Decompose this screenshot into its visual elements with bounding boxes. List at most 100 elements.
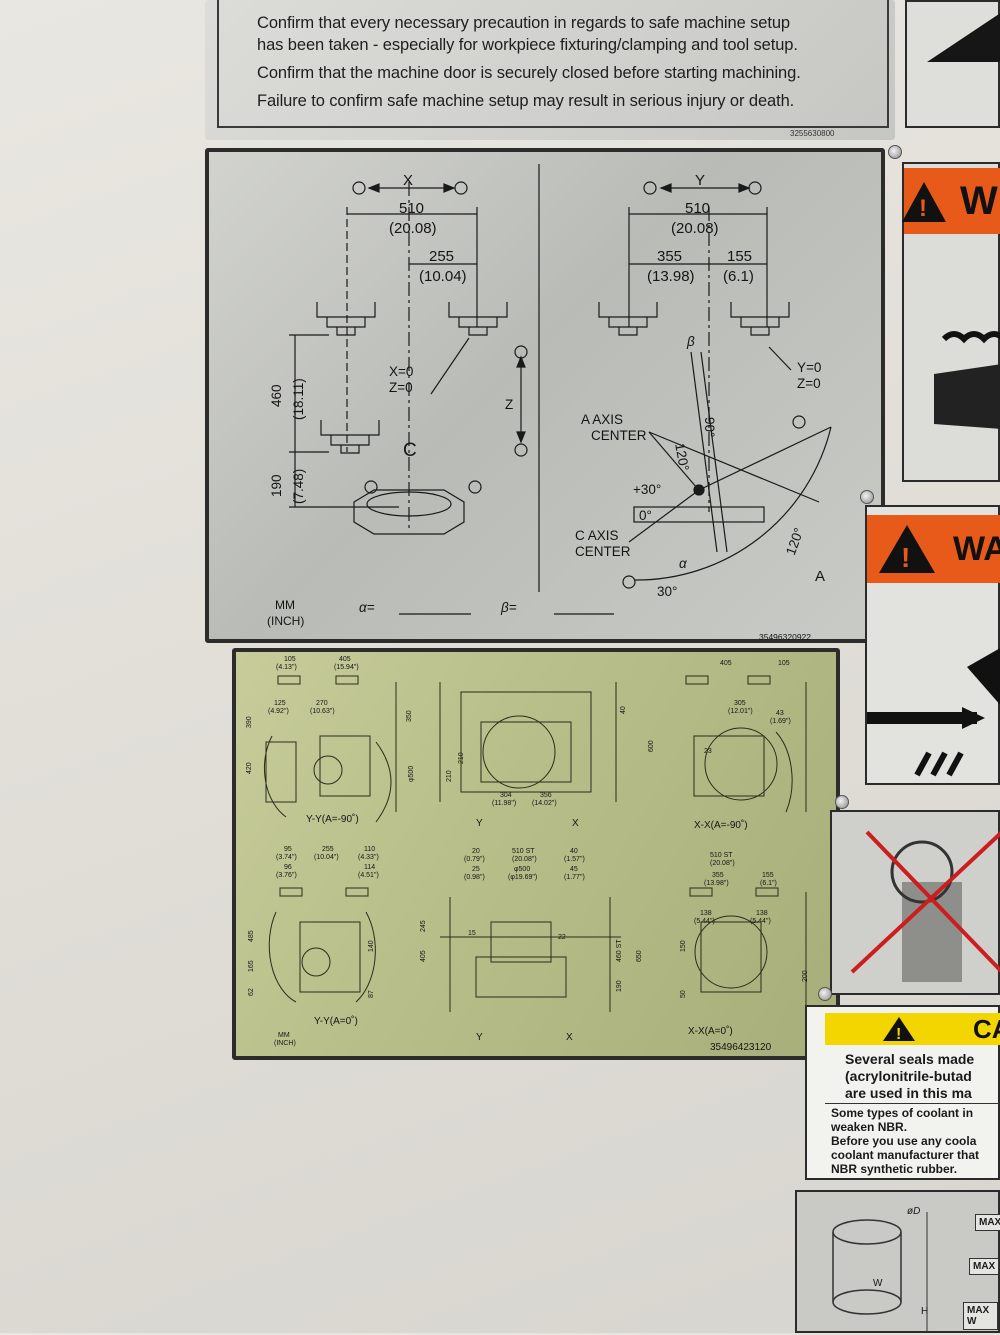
c-axis-center-line2: CENTER — [575, 544, 631, 559]
dim-510-st-right: 510 ST — [710, 852, 733, 859]
dim-390: 390 — [246, 716, 253, 728]
side-label-top — [905, 0, 1000, 128]
dim-270: 270 — [316, 700, 328, 707]
dim-138-b-in: (5.44") — [750, 918, 771, 925]
dim-420: 420 — [246, 762, 253, 774]
pinch-graphic — [927, 13, 1000, 62]
interference-plate-part-number: 35496423120 — [710, 1042, 772, 1053]
warning-label-1: W ! — [902, 162, 1000, 482]
dim-356: 356 — [540, 792, 552, 799]
dim-phi500-b-in: (φ19.69") — [508, 874, 538, 881]
beta-symbol: β — [687, 334, 695, 349]
y-total-mm: 510 — [685, 200, 711, 217]
dim-210a: 210 — [446, 770, 453, 782]
dim-45-in: (1.77") — [564, 874, 585, 881]
dim-40-top: 40 — [620, 706, 627, 714]
title-yy-a-minus90: Y-Y(A=-90˚) — [306, 814, 359, 825]
dim-125: 125 — [274, 700, 286, 707]
tool-limit-label: øD W H MAX MAX MAX W — [795, 1190, 1000, 1333]
z-travel-190-mm: 190 — [269, 474, 284, 497]
caution-label: CA ! Several seals made (acrylonitrile-b… — [805, 1005, 1000, 1180]
dim-200: 200 — [802, 970, 809, 982]
caution-divider — [825, 1103, 1000, 1104]
travel-plate-part-number: 35496320922 — [759, 632, 812, 642]
dim-405-in: (15.94") — [334, 664, 359, 671]
caution-line-8: NBR synthetic rubber. — [831, 1162, 958, 1176]
dim-305: 305 — [734, 700, 746, 707]
y-355-in: (13.98) — [647, 268, 695, 285]
max-box-2: MAX — [969, 1258, 1000, 1275]
axis-x-top: X — [572, 818, 579, 829]
a-axis-center-line2: CENTER — [591, 428, 647, 443]
y-axis-label: Y — [695, 172, 706, 189]
travel-diagram-drawing — [289, 164, 832, 615]
dim-138-b: 138 — [756, 910, 768, 917]
caution-line-2: (acrylonitrile-butad — [845, 1068, 972, 1084]
x-half-in: (10.04) — [419, 268, 467, 285]
angle-90: 90° — [702, 417, 717, 438]
x-total-in: (20.08) — [389, 220, 437, 237]
dim-405-bottom: 405 — [420, 950, 427, 962]
phi-d-label: øD — [907, 1206, 921, 1217]
y-355-mm: 355 — [657, 248, 683, 265]
dim-304: 304 — [500, 792, 512, 799]
angle-plus30: +30° — [633, 482, 662, 497]
dim-40-b: 40 — [570, 848, 578, 855]
alpha-symbol: α — [679, 556, 687, 571]
dim-23: 23 — [704, 748, 712, 755]
dim-105-in: (4.13") — [276, 664, 297, 671]
dim-304-in: (11.98") — [492, 800, 517, 807]
units-mm-small: MM — [278, 1032, 290, 1039]
warning-2-graphics: ! — [867, 525, 1000, 777]
caution-icon-wrap: ! — [883, 1017, 915, 1043]
dim-95-in: (3.74") — [276, 854, 297, 861]
z-axis-label: Z — [505, 397, 514, 412]
dim-355-in: (13.98") — [704, 880, 729, 887]
x-half-mm: 255 — [429, 248, 455, 265]
caution-line-5: weaken NBR. — [831, 1120, 908, 1134]
dim-43-in: (1.69") — [770, 718, 791, 725]
alpha-field-label: α= — [359, 600, 375, 615]
axis-y-bottom: Y — [476, 1032, 483, 1043]
interference-diagram-drawing — [263, 675, 807, 1012]
dim-245: 245 — [420, 920, 427, 932]
z-zero-label-right: Z=0 — [797, 376, 821, 391]
warning-header-1-text: W — [960, 179, 998, 223]
caution-line-4: Some types of coolant in — [831, 1106, 974, 1120]
dim-20-in: (0.79") — [464, 856, 485, 863]
title-yy-a-0: Y-Y(A=0˚) — [314, 1016, 358, 1027]
dim-510-st: 510 ST — [512, 848, 535, 855]
dim-485: 485 — [248, 930, 255, 942]
warning-line-3: Confirm that the machine door is securel… — [257, 64, 801, 82]
units-inch-small: (INCH) — [274, 1040, 296, 1047]
h-label: H — [921, 1306, 929, 1317]
dim-125-in: (4.92") — [268, 708, 289, 715]
angle-30: 30° — [657, 584, 678, 599]
title-xx-a-0: X-X(A=0˚) — [688, 1026, 733, 1037]
y-155-in: (6.1) — [723, 268, 754, 285]
screw-1 — [888, 145, 902, 159]
units-mm: MM — [275, 598, 295, 612]
axis-y-top: Y — [476, 818, 483, 829]
dim-105: 105 — [284, 656, 296, 663]
beta-field-label: β= — [501, 600, 517, 615]
x-zero-label: X=0 — [389, 364, 414, 379]
dim-165: 165 — [248, 960, 255, 972]
dim-155-in: (6.1") — [760, 880, 777, 887]
dim-138-a-in: (5.44") — [694, 918, 715, 925]
dim-110: 110 — [364, 846, 376, 853]
interference-diagram-plate: 105 (4.13") 405 (15.94") 125 (4.92") 270… — [232, 648, 840, 1060]
tool-limit-graphic — [832, 1212, 928, 1332]
dim-255-in: (10.04") — [314, 854, 339, 861]
w-label: W — [873, 1278, 883, 1289]
dim-43: 43 — [776, 710, 784, 717]
dim-600: 600 — [648, 740, 655, 752]
dim-190: 190 — [616, 980, 623, 992]
y-total-in: (20.08) — [671, 220, 719, 237]
dim-510-st-in: (20.08") — [512, 856, 537, 863]
dim-105-right: 105 — [778, 660, 790, 667]
top-warning-label: Confirm that every necessary precaution … — [205, 0, 895, 140]
z-travel-460-in: (18.11) — [291, 378, 306, 420]
travel-diagram-plate: X 510 (20.08) 255 (10.04) X=0 Z=0 C Z 46… — [205, 148, 885, 643]
z-travel-460-mm: 460 — [269, 384, 284, 407]
